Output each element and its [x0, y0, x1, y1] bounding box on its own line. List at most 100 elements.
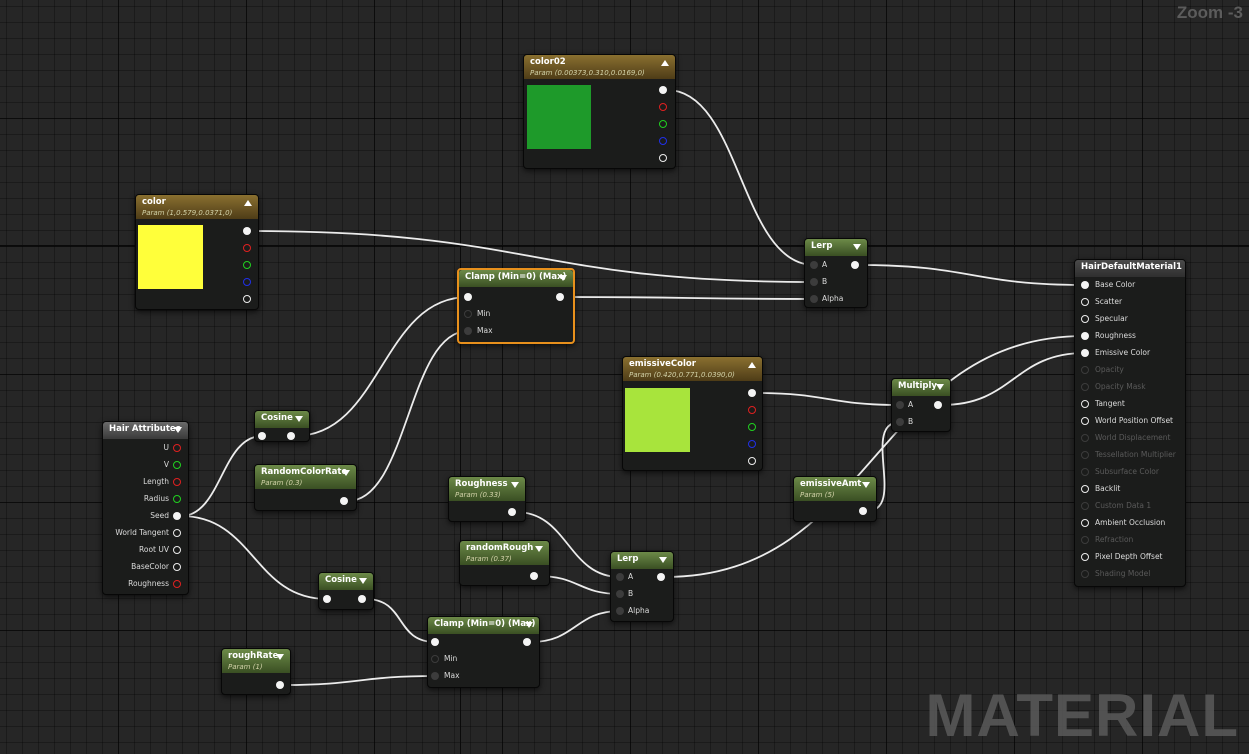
wire-clamp-to-lerp-alpha[interactable] [563, 296, 815, 300]
node-clamp-top-header[interactable]: Clamp (Min=0) (Max) [459, 270, 573, 287]
node-cosine-bottom[interactable]: Cosine [318, 572, 374, 610]
collapse-triangle-down-icon[interactable] [511, 482, 519, 488]
node-random-rough-header[interactable]: randomRough Param (0.37) [460, 541, 549, 565]
hair-v-output-pin[interactable] [173, 461, 181, 469]
wire-random-rough-to-lerp-b[interactable] [537, 575, 621, 595]
node-random-color-rate[interactable]: RandomColorRate Param (0.3) [254, 464, 357, 511]
wire-cosine-bottom-to-clamp[interactable] [365, 598, 436, 643]
hair-u-output-pin[interactable] [173, 444, 181, 452]
lerp-bottom-alpha-input-pin[interactable] [616, 607, 624, 615]
hair-length-output-pin[interactable] [173, 478, 181, 486]
node-hair-attributes-header[interactable]: Hair Attributes [103, 422, 188, 439]
hair-seed-output-pin[interactable] [173, 512, 181, 520]
clamp-bottom-output-pin[interactable] [523, 638, 531, 646]
emissive-color-b-output-pin[interactable] [748, 440, 756, 448]
clamp-bottom-input-pin[interactable] [431, 638, 439, 646]
hair-world-tangent-output-pin[interactable] [173, 529, 181, 537]
random-rough-output-pin[interactable] [530, 572, 538, 580]
collapse-triangle-down-icon[interactable] [936, 384, 944, 390]
rough-rate-output-pin[interactable] [276, 681, 284, 689]
node-cosine-top-header[interactable]: Cosine [255, 411, 309, 428]
node-lerp-bottom-header[interactable]: Lerp [611, 552, 673, 569]
wire-seed-to-cosine-bottom[interactable] [180, 515, 328, 600]
cosine-top-output-pin[interactable] [287, 432, 295, 440]
wire-emissive-color-to-multiply-a[interactable] [755, 392, 901, 406]
collapse-triangle-down-icon[interactable] [359, 578, 367, 584]
collapse-triangle-up-icon[interactable] [244, 200, 252, 206]
color-a-output-pin[interactable] [243, 295, 251, 303]
node-hair-default-material[interactable]: HairDefaultMaterial1 [1074, 259, 1186, 587]
cosine-bottom-input-pin[interactable] [323, 595, 331, 603]
color02-rgb-output-pin[interactable] [659, 86, 667, 94]
collapse-triangle-down-icon[interactable] [342, 470, 350, 476]
lerp-top-output-pin[interactable] [851, 261, 859, 269]
hair-roughness-output-pin[interactable] [173, 580, 181, 588]
node-emissive-color-header[interactable]: emissiveColor Param (0.420,0.771,0.0390,… [623, 357, 762, 381]
color-rgb-output-pin[interactable] [243, 227, 251, 235]
material-input-pin[interactable] [1081, 502, 1089, 510]
collapse-triangle-up-icon[interactable] [661, 60, 669, 66]
collapse-triangle-down-icon[interactable] [525, 622, 533, 628]
wire-seed-to-cosine-top[interactable] [180, 435, 263, 517]
material-input-pin[interactable] [1081, 485, 1089, 493]
emissive-color-rgb-output-pin[interactable] [748, 389, 756, 397]
material-input-pin[interactable] [1081, 434, 1089, 442]
material-input-pin[interactable] [1081, 519, 1089, 527]
node-hair-default-material-header[interactable]: HairDefaultMaterial1 [1075, 260, 1185, 277]
node-rough-rate-header[interactable]: roughRate Param (1) [222, 649, 290, 673]
node-rough-rate[interactable]: roughRate Param (1) [221, 648, 291, 695]
node-color02-header[interactable]: color02 Param (0.00373,0.310,0.0169,0) [524, 55, 675, 79]
color-b-output-pin[interactable] [243, 278, 251, 286]
material-input-pin[interactable] [1081, 281, 1089, 289]
multiply-output-pin[interactable] [934, 401, 942, 409]
lerp-top-b-input-pin[interactable] [810, 278, 818, 286]
material-input-pin[interactable] [1081, 332, 1089, 340]
node-cosine-bottom-header[interactable]: Cosine [319, 573, 373, 590]
emissive-color-a-output-pin[interactable] [748, 457, 756, 465]
node-lerp-top-header[interactable]: Lerp [805, 239, 867, 256]
clamp-top-input-pin[interactable] [464, 293, 472, 301]
clamp-top-min-input-pin[interactable] [464, 310, 472, 318]
material-input-pin[interactable] [1081, 451, 1089, 459]
wire-rough-rate-to-clamp-max[interactable] [283, 675, 436, 686]
node-clamp-bottom-header[interactable]: Clamp (Min=0) (Max) [428, 617, 539, 634]
roughness-output-pin[interactable] [508, 508, 516, 516]
multiply-a-input-pin[interactable] [896, 401, 904, 409]
wire-lerp-to-base-color[interactable] [858, 264, 1086, 286]
color-r-output-pin[interactable] [243, 244, 251, 252]
material-input-pin[interactable] [1081, 400, 1089, 408]
lerp-bottom-output-pin[interactable] [657, 573, 665, 581]
collapse-triangle-down-icon[interactable] [559, 275, 567, 281]
material-input-pin[interactable] [1081, 468, 1089, 476]
clamp-bottom-max-input-pin[interactable] [431, 672, 439, 680]
material-input-pin[interactable] [1081, 383, 1089, 391]
random-color-rate-output-pin[interactable] [340, 497, 348, 505]
hair-root-uv-output-pin[interactable] [173, 546, 181, 554]
node-color-header[interactable]: color Param (1,0.579,0.0371,0) [136, 195, 258, 219]
node-clamp-top[interactable]: Clamp (Min=0) (Max) [457, 268, 575, 344]
material-input-pin[interactable] [1081, 536, 1089, 544]
wire-color02-to-lerp-a[interactable] [666, 89, 815, 266]
collapse-triangle-down-icon[interactable] [853, 244, 861, 250]
lerp-bottom-b-input-pin[interactable] [616, 590, 624, 598]
material-input-pin[interactable] [1081, 417, 1089, 425]
lerp-bottom-a-input-pin[interactable] [616, 573, 624, 581]
cosine-bottom-output-pin[interactable] [358, 595, 366, 603]
hair-radius-output-pin[interactable] [173, 495, 181, 503]
node-clamp-bottom[interactable]: Clamp (Min=0) (Max) [427, 616, 540, 688]
collapse-triangle-down-icon[interactable] [276, 654, 284, 660]
node-multiply-header[interactable]: Multiply [892, 379, 950, 396]
emissive-amt-output-pin[interactable] [859, 507, 867, 515]
clamp-top-max-input-pin[interactable] [464, 327, 472, 335]
emissive-color-r-output-pin[interactable] [748, 406, 756, 414]
lerp-top-alpha-input-pin[interactable] [810, 295, 818, 303]
material-input-pin[interactable] [1081, 349, 1089, 357]
node-roughness-header[interactable]: Roughness Param (0.33) [449, 477, 525, 501]
wire-multiply-to-emissive[interactable] [941, 352, 1086, 406]
collapse-triangle-down-icon[interactable] [659, 557, 667, 563]
color02-g-output-pin[interactable] [659, 120, 667, 128]
collapse-triangle-down-icon[interactable] [174, 427, 182, 433]
node-emissive-amt[interactable]: emissiveAmt Param (5) [793, 476, 877, 522]
clamp-bottom-min-input-pin[interactable] [431, 655, 439, 663]
